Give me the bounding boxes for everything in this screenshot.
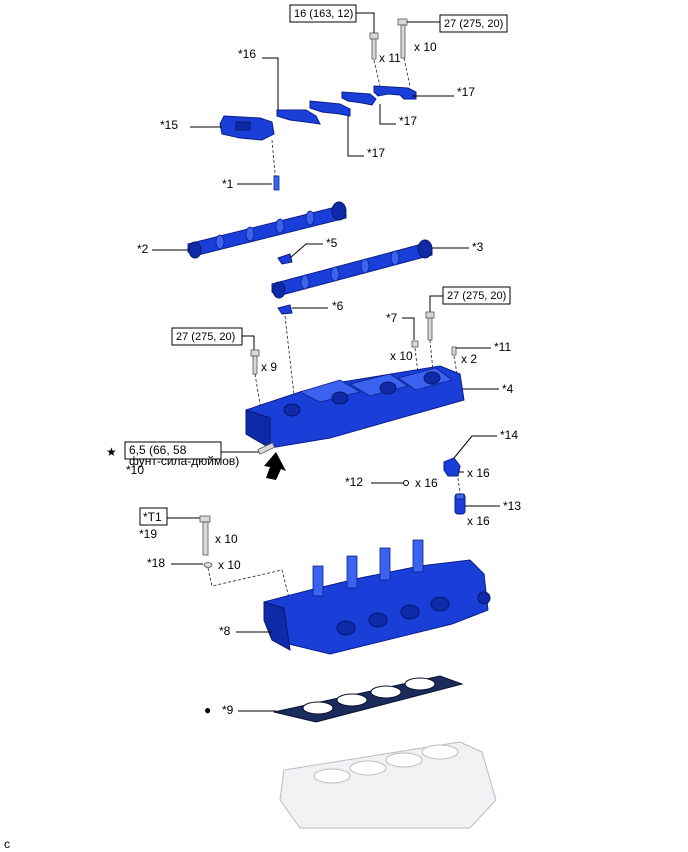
bearing-cap-17-left	[309, 100, 351, 117]
dot-marker: ●	[204, 703, 211, 717]
rocker-arm-14	[443, 457, 461, 477]
callout-7: *7	[386, 311, 398, 325]
qty-9: x 9	[261, 360, 277, 374]
callout-4: *4	[502, 382, 514, 396]
torque-box-27-top	[439, 14, 508, 33]
torque-65-line2: фунт-сила-дюймов)	[129, 454, 239, 468]
callout-3: *3	[472, 240, 484, 254]
callout-11: *11	[494, 340, 511, 354]
qty-13: x 16	[467, 514, 490, 528]
callout-16: *16	[238, 47, 256, 61]
callout-8: *8	[219, 624, 231, 638]
callout-1: *1	[222, 177, 234, 191]
callout-5: *5	[326, 236, 338, 250]
qty-19: x 10	[215, 532, 238, 546]
plug-11	[451, 346, 457, 356]
callout-12: *12	[345, 475, 363, 489]
bearing-cap-16	[276, 109, 321, 125]
torque-27-left-label: 27 (275, 20)	[176, 331, 235, 343]
qty-7: x 10	[390, 349, 413, 363]
bolt-16nm	[369, 32, 379, 60]
callout-2: *2	[137, 242, 149, 256]
bearing-cap-15	[219, 115, 275, 141]
torque-27-right-label: 27 (275, 20)	[447, 290, 506, 302]
cylinder-head-8	[263, 539, 491, 655]
callout-18: *18	[147, 556, 165, 570]
torque-27-top-label: 27 (275, 20)	[444, 18, 503, 30]
callout-17-c: *17	[367, 146, 385, 160]
qty-11: x 2	[461, 352, 477, 366]
bolt-10	[257, 442, 276, 455]
qty-18: x 10	[218, 558, 241, 572]
head-bolt-19	[199, 515, 211, 556]
torque-65-line1: 6,5 (66, 58	[129, 443, 187, 457]
callout-19: *19	[139, 527, 157, 541]
callout-13: *13	[503, 499, 521, 513]
qty-14: x 16	[467, 466, 490, 480]
front-arrow-icon	[264, 452, 286, 480]
bearing-cap-17-right	[373, 85, 417, 100]
callout-9: *9	[222, 703, 234, 717]
torque-box-t1	[139, 507, 168, 526]
camshaft-housing-4	[245, 365, 465, 449]
torque-box-65	[124, 441, 222, 460]
washer-7	[411, 340, 419, 348]
camshaft-2	[187, 201, 347, 259]
qty-top-11: x 11	[379, 51, 401, 65]
star-marker: ★	[106, 445, 117, 459]
callout-17-a: *17	[457, 85, 475, 99]
callout-14: *14	[500, 428, 518, 442]
camshaft-3	[271, 239, 433, 299]
bearing-6	[277, 304, 293, 315]
torque-t1-label: *T1	[143, 510, 162, 524]
qty-12: x 16	[415, 476, 438, 490]
callout-10: *10	[126, 463, 144, 477]
washer-18	[203, 562, 213, 568]
engine-block	[279, 741, 497, 829]
callout-6: *6	[332, 299, 344, 313]
lash-adjuster-13	[454, 493, 466, 515]
bolt-4-housing	[425, 311, 435, 341]
callout-17-b: *17	[399, 114, 417, 128]
qty-top-10: x 10	[414, 40, 437, 54]
ball-12	[403, 480, 409, 486]
bearing-5	[277, 253, 293, 265]
head-gasket-9	[273, 675, 464, 723]
torque-16-label: 16 (163, 12)	[294, 8, 353, 20]
bearing-cap-17-mid	[341, 91, 377, 106]
callout-15: *15	[160, 118, 178, 132]
bolt-9	[250, 349, 260, 375]
figure-code: c	[4, 837, 10, 851]
pin-1	[273, 175, 280, 191]
